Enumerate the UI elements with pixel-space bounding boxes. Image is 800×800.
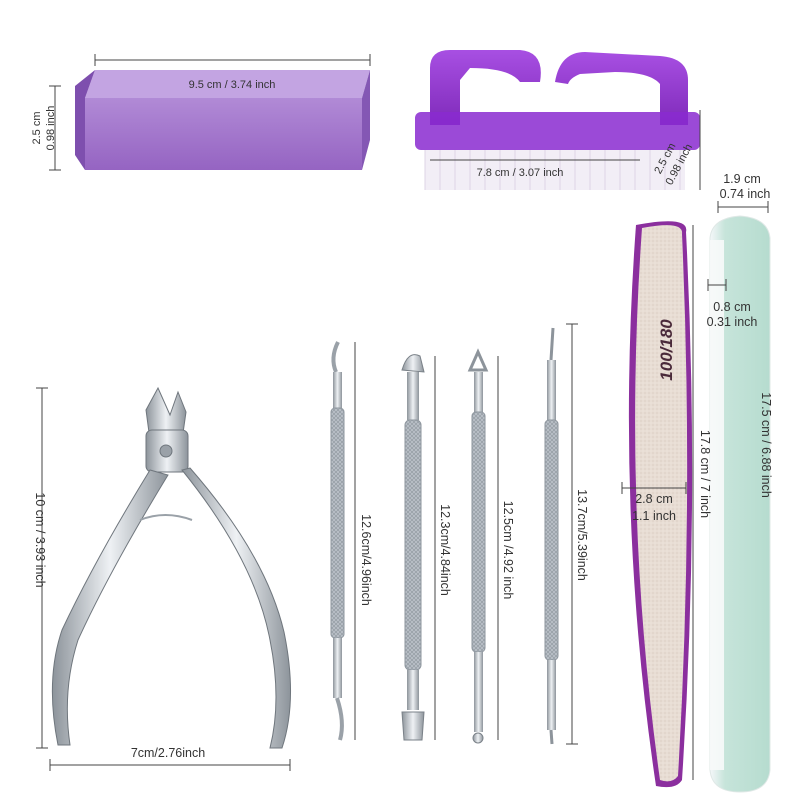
tool4-length-label: 13.7cm/5.39inch	[575, 489, 589, 581]
buffer-thickness-cm-label: 0.8 cm	[713, 300, 751, 314]
block-height-in-label: 0.98 inch	[45, 106, 57, 151]
buffer-width-cm-label: 1.9 cm	[723, 172, 761, 186]
buffer-block	[75, 70, 370, 170]
nail-file	[628, 221, 693, 788]
cuticle-pick	[544, 327, 559, 745]
block-length-label: 9.5 cm / 3.74 inch	[189, 79, 276, 91]
double-ended-pusher-1	[330, 341, 345, 741]
tool2-length-label: 12.3cm/4.84inch	[438, 504, 452, 596]
nail-file-length-label: 17.8 cm / 7 inch	[698, 430, 712, 518]
block-height-cm-label: 2.5 cm	[31, 111, 43, 144]
nail-file-width-cm-label: 2.8 cm	[635, 492, 673, 506]
nail-brush	[415, 50, 700, 190]
buffer-length-label: 17.5 cm / 6.88 inch	[759, 392, 773, 498]
buffer-width-in-label: 0.74 inch	[720, 187, 771, 201]
brush-length-label: 7.8 cm / 3.07 inch	[477, 167, 564, 179]
buffer-thickness-in-label: 0.31 inch	[707, 315, 758, 329]
tool3-length-label: 12.5cm /4.92 inch	[501, 501, 515, 600]
nipper-width-label: 7cm/2.76inch	[131, 746, 205, 760]
cuticle-spoon-pusher	[401, 354, 425, 741]
buffer-file	[709, 215, 771, 793]
cuticle-nipper	[51, 386, 292, 749]
nipper-height-label: 10 cm / 3.93 inch	[33, 492, 47, 587]
nail-file-width-in-label: 1.1 inch	[632, 509, 676, 523]
nail-file-grit-label: 100/180	[657, 319, 676, 381]
triangle-cuticle-remover	[467, 348, 489, 744]
tool1-length-label: 12.6cm/4.96inch	[359, 514, 373, 606]
